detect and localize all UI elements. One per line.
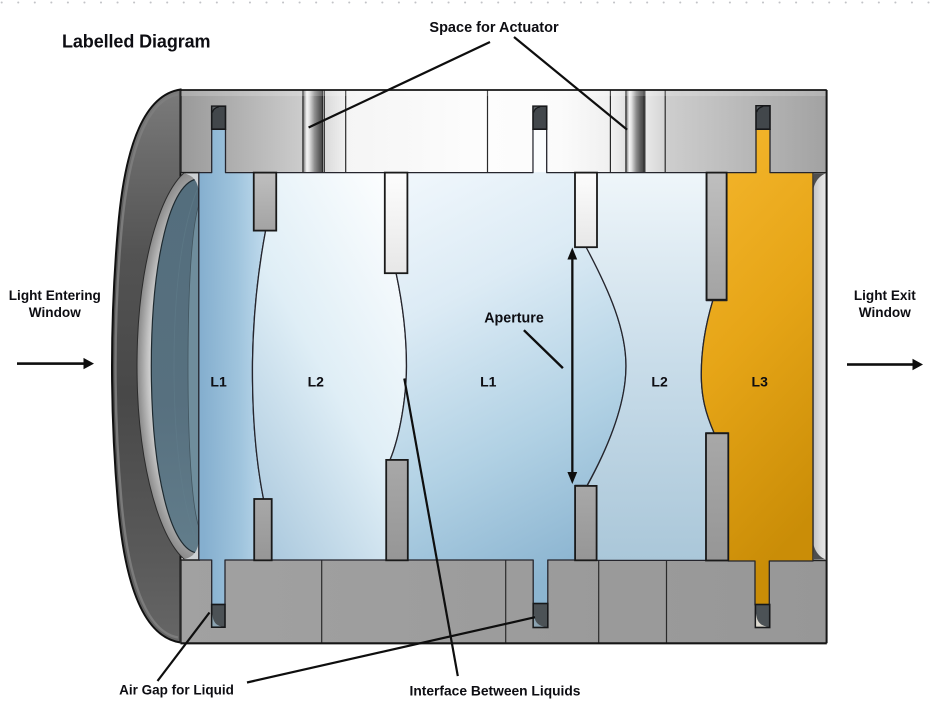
svg-text:Light Exit: Light Exit (854, 288, 916, 303)
svg-text:Labelled Diagram: Labelled Diagram (62, 32, 210, 52)
svg-text:Air Gap for Liquid: Air Gap for Liquid (119, 683, 234, 698)
svg-text:Aperture: Aperture (484, 310, 544, 326)
svg-text:Window: Window (859, 305, 911, 320)
svg-text:L1: L1 (480, 374, 497, 390)
svg-text:Interface Between Liquids: Interface Between Liquids (410, 684, 581, 699)
svg-text:Space for Actuator: Space for Actuator (429, 20, 559, 36)
svg-text:Light Entering: Light Entering (9, 288, 101, 303)
svg-text:L1: L1 (210, 374, 227, 390)
svg-text:Window: Window (29, 305, 81, 320)
svg-text:L2: L2 (308, 374, 325, 390)
svg-text:L2: L2 (651, 374, 668, 390)
svg-text:L3: L3 (752, 374, 769, 390)
